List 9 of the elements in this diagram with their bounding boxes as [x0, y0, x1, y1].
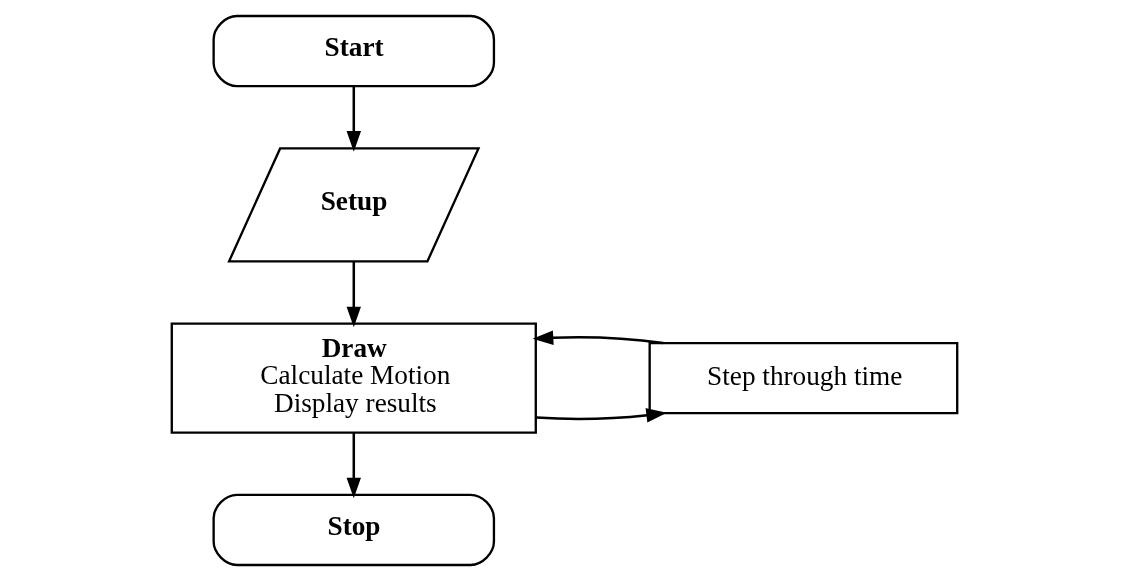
node-box: Step through time: [648, 341, 959, 415]
arrow: [346, 261, 362, 328]
arrow: [532, 330, 664, 345]
arrow: [536, 408, 667, 423]
node-box: Start: [212, 14, 496, 88]
node-box: Draw Calculate Motion Display results: [170, 322, 537, 434]
arrow: [346, 86, 362, 152]
arrow: [346, 432, 362, 499]
node-box: Stop: [212, 493, 496, 567]
